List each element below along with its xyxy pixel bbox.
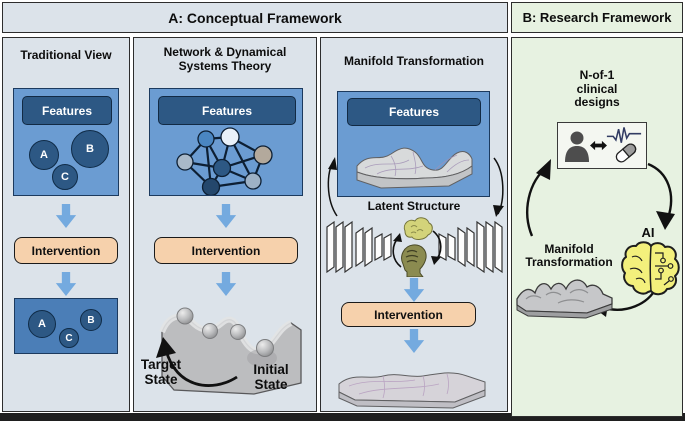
person-icon: [564, 130, 590, 162]
latent-structure-label: Latent Structure: [367, 199, 461, 213]
nof1-line1: N-of-1: [579, 68, 615, 82]
network-title: Network & Dynamical Systems Theory: [134, 45, 316, 73]
outcome-node-a: A: [28, 310, 56, 338]
column-manifold: Manifold Transformation Features: [320, 37, 508, 412]
outcome-box: A B C: [14, 298, 118, 354]
panel-b-title: B: Research Framework: [522, 10, 672, 25]
traditional-title: Traditional View: [20, 48, 112, 62]
traditional-features-box: Features A B C: [13, 88, 119, 196]
outcome-node-c: C: [59, 328, 79, 348]
down-arrow-icon: [55, 272, 77, 296]
manifold-features-box: Features: [337, 91, 490, 197]
column-traditional: Traditional View Features A B C Interven…: [2, 37, 130, 412]
network-title-line1: Network & Dynamical: [163, 45, 287, 59]
ai-brain-icon-small: [403, 217, 433, 240]
network-features-box: Features: [149, 88, 303, 196]
outcome-node-b: B: [80, 309, 102, 331]
intervention-box: Intervention: [154, 237, 298, 264]
human-brain-icon: [401, 244, 427, 277]
initial-state-line2: State: [254, 377, 288, 392]
feature-node-a: A: [29, 140, 59, 170]
intervention-box: Intervention: [341, 302, 476, 327]
manifold-surface-icon: [351, 128, 478, 192]
panel-b-header: B: Research Framework: [511, 2, 683, 33]
loop-arrow-left-icon: [323, 156, 339, 218]
nof1-line2: clinical: [576, 81, 618, 96]
manifold-b-line2: Transformation: [525, 255, 613, 269]
panel-a-title: A: Conceptual Framework: [168, 9, 342, 26]
exchange-arrow-icon: [590, 140, 607, 151]
network-graph-icon: [167, 125, 287, 195]
down-arrow-icon: [215, 204, 237, 228]
panel-a-header: A: Conceptual Framework: [2, 2, 508, 33]
latent-structure-row: [321, 215, 509, 277]
manifold-b-line1: Manifold: [544, 242, 594, 256]
transformed-manifold-icon: [335, 354, 490, 411]
nof1-line3: designs: [574, 95, 620, 109]
down-arrow-icon: [403, 278, 425, 302]
feature-node-b: B: [71, 130, 109, 168]
cycle-arrow-icon: [392, 230, 442, 268]
bottom-bar: [0, 413, 685, 421]
decoder-stack-icon: [438, 220, 503, 274]
down-arrow-icon: [403, 329, 425, 353]
column-network: Network & Dynamical Systems Theory Featu…: [133, 37, 317, 412]
loop-arrow-right-icon: [492, 156, 508, 218]
features-bar: Features: [347, 98, 481, 126]
target-state-line1: Target: [141, 357, 182, 372]
encoder-stack-icon: [326, 220, 392, 274]
features-bar: Features: [22, 96, 112, 125]
ai-label: AI: [641, 225, 655, 240]
target-state-line2: State: [144, 372, 178, 387]
intervention-box: Intervention: [14, 237, 118, 264]
ai-brain-icon: [620, 239, 682, 297]
ecg-icon: [606, 125, 642, 146]
panel-b-body: N-of-1 clinical designs: [511, 37, 683, 417]
features-bar: Features: [158, 96, 296, 125]
down-arrow-icon: [55, 204, 77, 228]
network-title-line2: Systems Theory: [178, 59, 272, 73]
initial-state-line1: Initial: [253, 362, 288, 377]
manifold-title: Manifold Transformation: [343, 54, 484, 68]
pill-icon: [610, 140, 642, 166]
nof1-design-box: [557, 122, 647, 169]
down-arrow-icon: [215, 272, 237, 296]
nof1-label: N-of-1 clinical designs: [512, 68, 682, 110]
feature-node-c: C: [52, 164, 78, 190]
manifold-b-label: Manifold Transformation: [512, 243, 626, 269]
state-landscape-icon: Target State Initial State: [134, 290, 318, 412]
manifold-b-icon: [514, 271, 618, 319]
